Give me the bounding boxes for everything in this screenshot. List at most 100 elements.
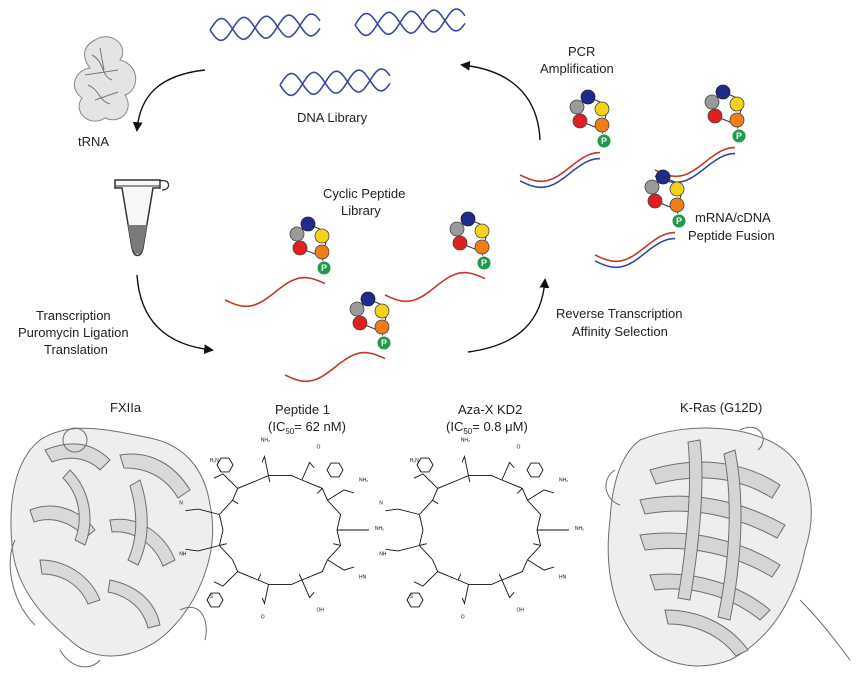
side-chain bbox=[301, 579, 315, 599]
cyclic-peptide-beads: P bbox=[644, 169, 687, 229]
atom-label: S bbox=[210, 594, 214, 600]
side-chain bbox=[327, 489, 355, 501]
macrocycle-backbone bbox=[218, 475, 342, 585]
puromycin-badge bbox=[596, 133, 612, 149]
mrna-strand bbox=[594, 231, 676, 263]
carbonyl-bond bbox=[219, 543, 227, 546]
bead-yellow bbox=[374, 303, 390, 319]
puromycin-letter: P bbox=[481, 258, 487, 268]
side-chain bbox=[261, 454, 269, 476]
dna-library-helices bbox=[209, 8, 466, 97]
side-chain bbox=[413, 473, 439, 489]
puromycin-letter: P bbox=[736, 131, 742, 141]
carbonyl-bond bbox=[468, 475, 471, 483]
aromatic-ring bbox=[326, 462, 344, 478]
fusion-construct: P bbox=[519, 89, 612, 189]
puromycin-badge bbox=[316, 260, 332, 276]
puromycin-badge bbox=[731, 128, 747, 144]
carbonyl-bond bbox=[419, 543, 427, 546]
peptide-fusion-label: Peptide Fusion bbox=[688, 228, 775, 243]
atom-label: OH bbox=[517, 608, 525, 614]
side-chain bbox=[213, 473, 239, 489]
bead-yellow bbox=[474, 223, 490, 239]
bead-red bbox=[647, 193, 663, 209]
atom-label: HN bbox=[359, 575, 367, 581]
affinity-selection-label: Affinity Selection bbox=[572, 324, 668, 339]
side-chain bbox=[327, 559, 355, 571]
bead-orange bbox=[729, 112, 745, 128]
atom-label: H₂N bbox=[410, 458, 420, 464]
bead-orange bbox=[314, 244, 330, 260]
bead-gray bbox=[349, 301, 365, 317]
trna-structure bbox=[73, 36, 137, 122]
arrow-to-dna-library bbox=[460, 60, 541, 141]
bead-gray bbox=[644, 179, 660, 195]
dna-helix-2 bbox=[354, 8, 466, 37]
pcr-label: PCR bbox=[568, 44, 595, 59]
mrna-cdna-label: mRNA/cDNA bbox=[695, 210, 771, 225]
atom-label: NH bbox=[379, 551, 387, 557]
aromatic-ring bbox=[416, 457, 434, 473]
cyclic-peptide-beads: P bbox=[449, 211, 492, 271]
atom-label: NH bbox=[179, 551, 187, 557]
aromatic-ring bbox=[206, 592, 224, 608]
puromycin-ligation-label: Puromycin Ligation bbox=[18, 325, 129, 340]
dna-helix-1 bbox=[209, 13, 321, 42]
carbonyl-bond bbox=[432, 499, 439, 505]
mrna-strand bbox=[594, 237, 676, 269]
bead-red bbox=[292, 240, 308, 256]
bead-gray bbox=[569, 99, 585, 115]
atom-label: S bbox=[410, 594, 414, 600]
trna-label: tRNA bbox=[78, 134, 109, 149]
puromycin-letter: P bbox=[321, 263, 327, 273]
atom-label: N bbox=[379, 501, 383, 507]
side-chain bbox=[461, 454, 469, 476]
carbonyl-bond bbox=[298, 573, 303, 581]
bead-red bbox=[452, 235, 468, 251]
fxiia-label: FXIIa bbox=[110, 400, 142, 415]
side-chain bbox=[413, 571, 439, 587]
mrna-strand bbox=[284, 351, 386, 383]
carbonyl-bond bbox=[498, 573, 503, 581]
bead-navy bbox=[655, 169, 671, 185]
fxiia-protein-structure bbox=[9, 427, 214, 668]
atom-label: N bbox=[179, 501, 183, 507]
side-chain bbox=[261, 584, 269, 606]
side-chain bbox=[185, 508, 220, 515]
carbonyl-bond bbox=[457, 573, 462, 581]
bead-gray bbox=[449, 221, 465, 237]
bead-yellow bbox=[729, 96, 745, 112]
carbonyl-bond bbox=[516, 488, 523, 494]
azax-ic50: (IC50= 0.8 μM) bbox=[446, 419, 528, 436]
bead-red bbox=[572, 113, 588, 129]
bead-navy bbox=[300, 216, 316, 232]
mrna-strand bbox=[519, 151, 601, 183]
aromatic-ring bbox=[406, 592, 424, 608]
mrna-strand bbox=[384, 271, 486, 303]
bead-yellow bbox=[594, 101, 610, 117]
bead-red bbox=[707, 108, 723, 124]
puromycin-letter: P bbox=[381, 338, 387, 348]
bead-navy bbox=[715, 84, 731, 100]
cyclic-peptide-beads: P bbox=[704, 84, 747, 144]
atom-label: H₂N bbox=[210, 458, 220, 464]
macrocycle-backbone bbox=[418, 475, 542, 585]
side-chain bbox=[501, 461, 515, 481]
cyclic-peptide-beads: P bbox=[289, 216, 332, 276]
side-chain bbox=[385, 508, 420, 515]
transcription-label: Transcription bbox=[36, 308, 111, 323]
bead-red bbox=[352, 315, 368, 331]
side-chain bbox=[185, 545, 220, 552]
side-chain bbox=[461, 584, 469, 606]
cyclic-peptide-beads: P bbox=[569, 89, 612, 149]
aromatic-ring bbox=[216, 457, 234, 473]
bead-yellow bbox=[669, 181, 685, 197]
carbonyl-bond bbox=[533, 543, 541, 546]
atom-label: NH₂ bbox=[461, 437, 470, 443]
cyclic-peptide-label: Cyclic Peptide bbox=[323, 186, 405, 201]
side-chain bbox=[213, 571, 239, 587]
dna-helix-3 bbox=[279, 68, 391, 97]
